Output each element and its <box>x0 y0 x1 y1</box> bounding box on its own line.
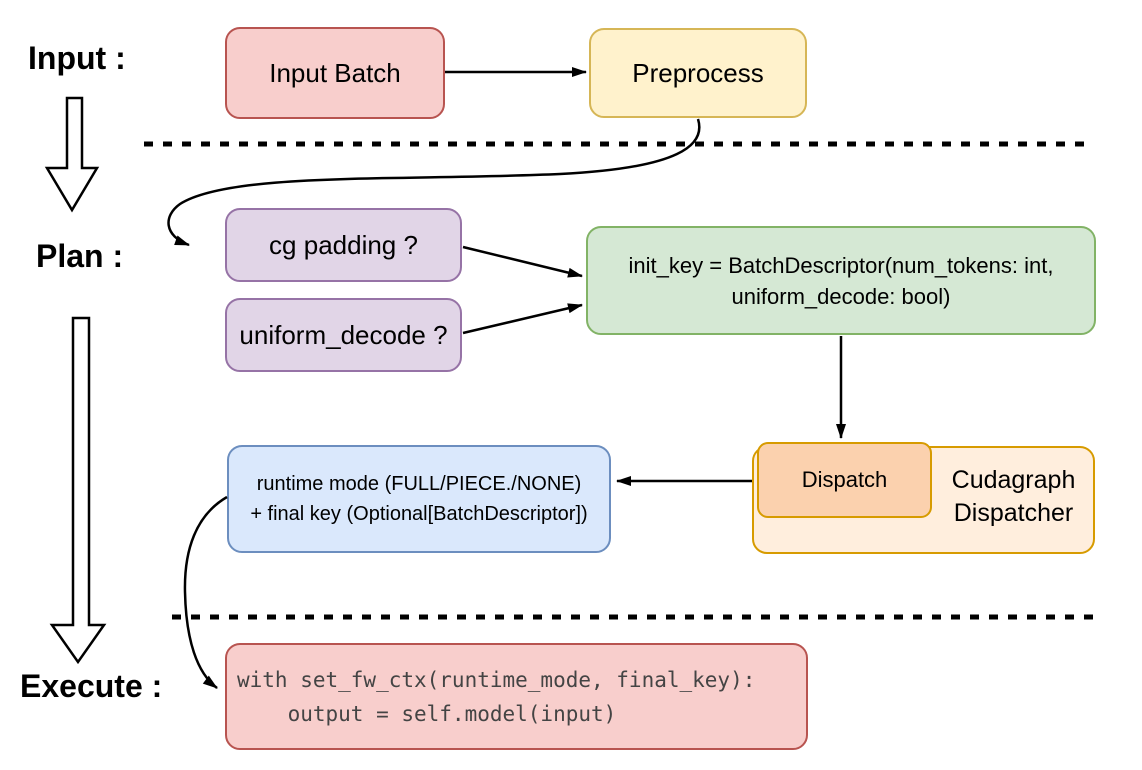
code-line1: with set_fw_ctx(runtime_mode, final_key)… <box>237 667 756 692</box>
runtime-mode-line2: + final key (Optional[BatchDescriptor]) <box>250 503 588 525</box>
cudagraph-dispatcher-line2: Dispatcher <box>953 499 1074 527</box>
cudagraph-dispatcher-label: Cudagraph Dispatcher <box>932 464 1095 530</box>
edge-cgpadding-initkey <box>462 245 583 278</box>
runtime-mode-line1: runtime mode (FULL/PIECE./NONE) <box>256 473 582 495</box>
init-key-line2: uniform_decode: bool) <box>731 283 951 309</box>
edge-runtimemode-code <box>183 495 228 689</box>
runtime-mode-node: runtime mode (FULL/PIECE./NONE) + final … <box>227 445 611 553</box>
input-to-plan-arrow <box>44 96 100 213</box>
preprocess-node: Preprocess <box>589 28 807 118</box>
uniform-decode-node: uniform_decode ? <box>225 298 462 372</box>
init-key-node: init_key = BatchDescriptor(num_tokens: i… <box>586 226 1096 335</box>
edge-uniformdecode-initkey <box>462 303 583 335</box>
cudagraph-dispatcher-line1: Cudagraph <box>951 466 1076 494</box>
input-batch-node: Input Batch <box>225 27 445 119</box>
dispatch-node: Dispatch <box>757 442 932 518</box>
execute-section-label: Execute : <box>20 668 163 704</box>
cg-padding-text: cg padding ? <box>269 229 418 260</box>
input-section-label: Input : <box>28 40 126 76</box>
plan-to-execute-arrow <box>49 316 107 665</box>
execute-code-node: with set_fw_ctx(runtime_mode, final_key)… <box>225 643 808 750</box>
input-batch-text: Input Batch <box>269 57 401 88</box>
preprocess-text: Preprocess <box>632 57 764 88</box>
plan-section-label: Plan : <box>36 238 124 274</box>
init-key-line1: init_key = BatchDescriptor(num_tokens: i… <box>628 252 1054 278</box>
code-line2: output = self.model(input) <box>237 701 617 726</box>
dispatch-text: Dispatch <box>801 467 888 493</box>
cg-padding-node: cg padding ? <box>225 208 462 282</box>
uniform-decode-text: uniform_decode ? <box>239 319 448 350</box>
